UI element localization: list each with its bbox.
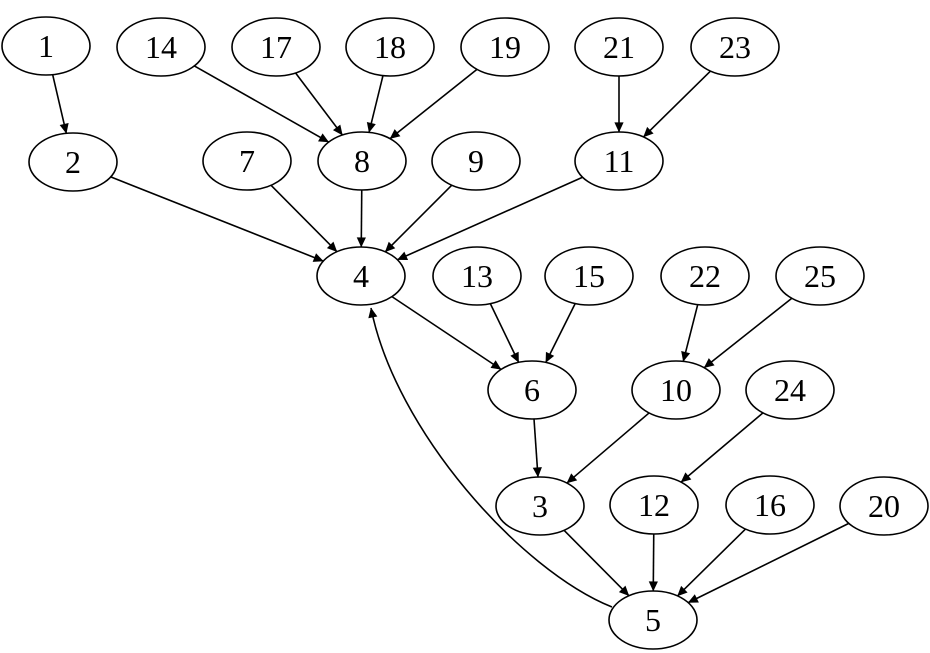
node-label-7: 7: [239, 143, 255, 179]
node-ellipse-6: [487, 360, 577, 420]
node-ellipse-8: [317, 131, 407, 191]
node-ellipse-25: [775, 246, 865, 306]
node-label-16: 16: [754, 487, 786, 523]
node-label-23: 23: [719, 29, 751, 65]
node-label-6: 6: [524, 372, 540, 408]
graph-node-13: 13: [432, 246, 522, 306]
node-ellipse-7: [202, 131, 292, 191]
node-ellipse-14: [116, 17, 206, 77]
graph-node-4: 4: [316, 246, 406, 306]
graph-node-25: 25: [775, 246, 865, 306]
node-ellipse-10: [631, 360, 721, 420]
node-label-14: 14: [145, 29, 177, 65]
node-label-9: 9: [468, 143, 484, 179]
graph-edge-6-3: [532, 418, 542, 478]
graph-node-20: 20: [839, 476, 929, 536]
graph-edge-23-11: [642, 70, 712, 138]
node-ellipse-19: [460, 17, 550, 77]
node-label-17: 17: [260, 29, 292, 65]
graph-edge-17-8: [294, 72, 344, 136]
graph-node-19: 19: [460, 17, 550, 77]
graph-node-5: 5: [608, 590, 698, 650]
graph-node-9: 9: [431, 131, 521, 191]
graph-node-18: 18: [345, 17, 435, 77]
node-ellipse-15: [544, 246, 634, 306]
node-label-20: 20: [868, 488, 900, 524]
node-ellipse-12: [609, 475, 699, 535]
graph-node-16: 16: [725, 475, 815, 535]
graph-edge-7-4: [270, 184, 338, 253]
graph-node-2: 2: [28, 132, 118, 192]
graph-edge-5-4: [368, 307, 613, 608]
graph-node-7: 7: [202, 131, 292, 191]
node-ellipse-9: [431, 131, 521, 191]
graph-node-1: 1: [1, 16, 91, 76]
graph-node-24: 24: [745, 360, 835, 420]
node-ellipse-22: [660, 246, 750, 306]
graph-edge-10-3: [566, 412, 650, 484]
graph-edge-3-5: [563, 529, 630, 597]
node-label-5: 5: [645, 602, 661, 638]
graph-edge-19-8: [389, 68, 478, 140]
graph-edge-4-6: [391, 295, 502, 371]
node-label-2: 2: [65, 144, 81, 180]
node-label-13: 13: [461, 258, 493, 294]
node-label-21: 21: [603, 29, 635, 65]
node-label-18: 18: [374, 29, 406, 65]
graph-node-8: 8: [317, 131, 407, 191]
graph-node-23: 23: [690, 17, 780, 77]
node-label-11: 11: [604, 143, 635, 179]
node-label-12: 12: [638, 487, 670, 523]
graph-node-12: 12: [609, 475, 699, 535]
graph-node-22: 22: [660, 246, 750, 306]
graph-node-3: 3: [495, 476, 585, 536]
graph-edge-20-5: [687, 522, 850, 604]
node-label-19: 19: [489, 29, 521, 65]
graph-edge-2-4: [110, 176, 324, 262]
graph-edge-24-12: [680, 412, 764, 483]
graph-edge-11-4: [397, 176, 583, 261]
node-label-4: 4: [353, 258, 369, 294]
graph-edge-15-6: [545, 303, 576, 363]
node-ellipse-24: [745, 360, 835, 420]
node-ellipse-2: [28, 132, 118, 192]
node-label-3: 3: [532, 488, 548, 524]
node-ellipse-20: [839, 476, 929, 536]
graph-node-11: 11: [574, 131, 664, 191]
graph-edge-13-6: [489, 303, 520, 363]
graph-edge-25-10: [703, 297, 793, 369]
graph-edge-18-8: [366, 75, 384, 133]
graph-edge-9-4: [384, 184, 453, 253]
node-ellipse-23: [690, 17, 780, 77]
node-ellipse-17: [231, 17, 321, 77]
node-label-25: 25: [804, 258, 836, 294]
node-label-24: 24: [774, 372, 806, 408]
graph-node-14: 14: [116, 17, 206, 77]
graph-edge-16-5: [676, 528, 747, 597]
graph-node-6: 6: [487, 360, 577, 420]
node-ellipse-1: [1, 16, 91, 76]
node-ellipse-18: [345, 17, 435, 77]
graph-edge-14-8: [193, 65, 330, 143]
graph-node-17: 17: [231, 17, 321, 77]
graph-edge-1-2: [51, 74, 69, 134]
node-ellipse-16: [725, 475, 815, 535]
graph-edge-22-10: [681, 304, 699, 362]
graph-node-15: 15: [544, 246, 634, 306]
node-label-10: 10: [660, 372, 692, 408]
node-label-22: 22: [689, 258, 721, 294]
node-label-1: 1: [38, 28, 54, 64]
graph-node-21: 21: [574, 17, 664, 77]
node-ellipse-13: [432, 246, 522, 306]
node-label-15: 15: [573, 258, 605, 294]
node-label-8: 8: [354, 143, 370, 179]
graph-node-10: 10: [631, 360, 721, 420]
